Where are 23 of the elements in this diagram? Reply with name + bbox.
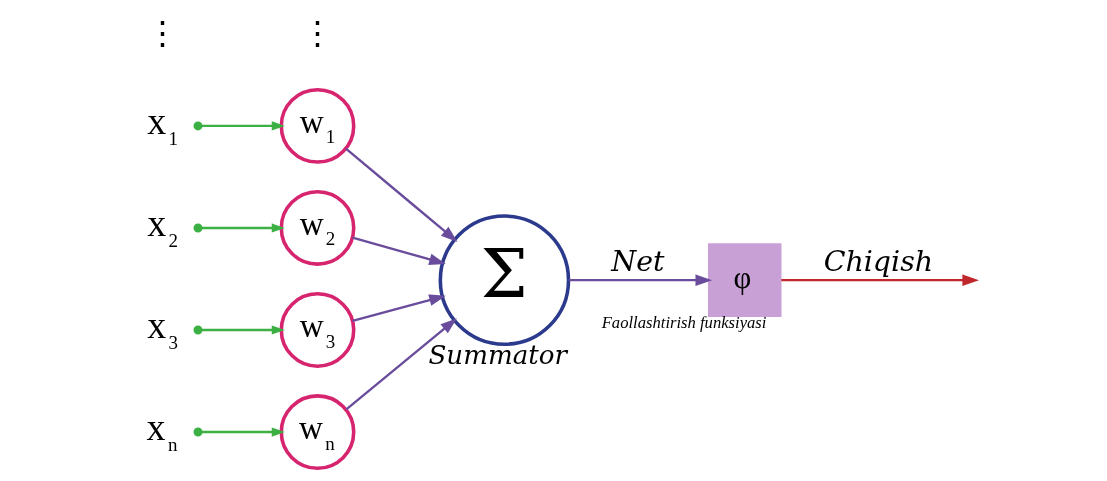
node-text: x$_{2}$ — [147, 201, 179, 251]
node-text: x$_{3}$ — [147, 303, 179, 353]
node-text: x$_{1}$ — [147, 99, 179, 149]
arrow — [568, 273, 713, 286]
arrow — [193, 324, 285, 335]
edge-label: Net — [611, 244, 665, 278]
arrow — [781, 273, 980, 286]
arrow — [193, 222, 285, 232]
label: ⋮ — [301, 13, 335, 53]
node-box: φ — [707, 242, 782, 317]
arrow — [352, 235, 446, 265]
label: ⋮ — [146, 13, 180, 53]
arrow — [345, 317, 457, 410]
node-circle: w$_{2}$ — [279, 189, 356, 266]
arrow — [345, 147, 458, 242]
node-text: x$_{n}$ — [146, 405, 178, 455]
node-circle: w$_{n}$ — [279, 393, 356, 470]
arrow — [193, 120, 285, 130]
arrow — [193, 426, 285, 437]
arrow — [352, 293, 446, 322]
node-circle: w$_{3}$ — [279, 291, 356, 368]
edge-label: Chiqish — [823, 244, 934, 278]
node-circle: w$_{1}$ — [279, 87, 356, 164]
